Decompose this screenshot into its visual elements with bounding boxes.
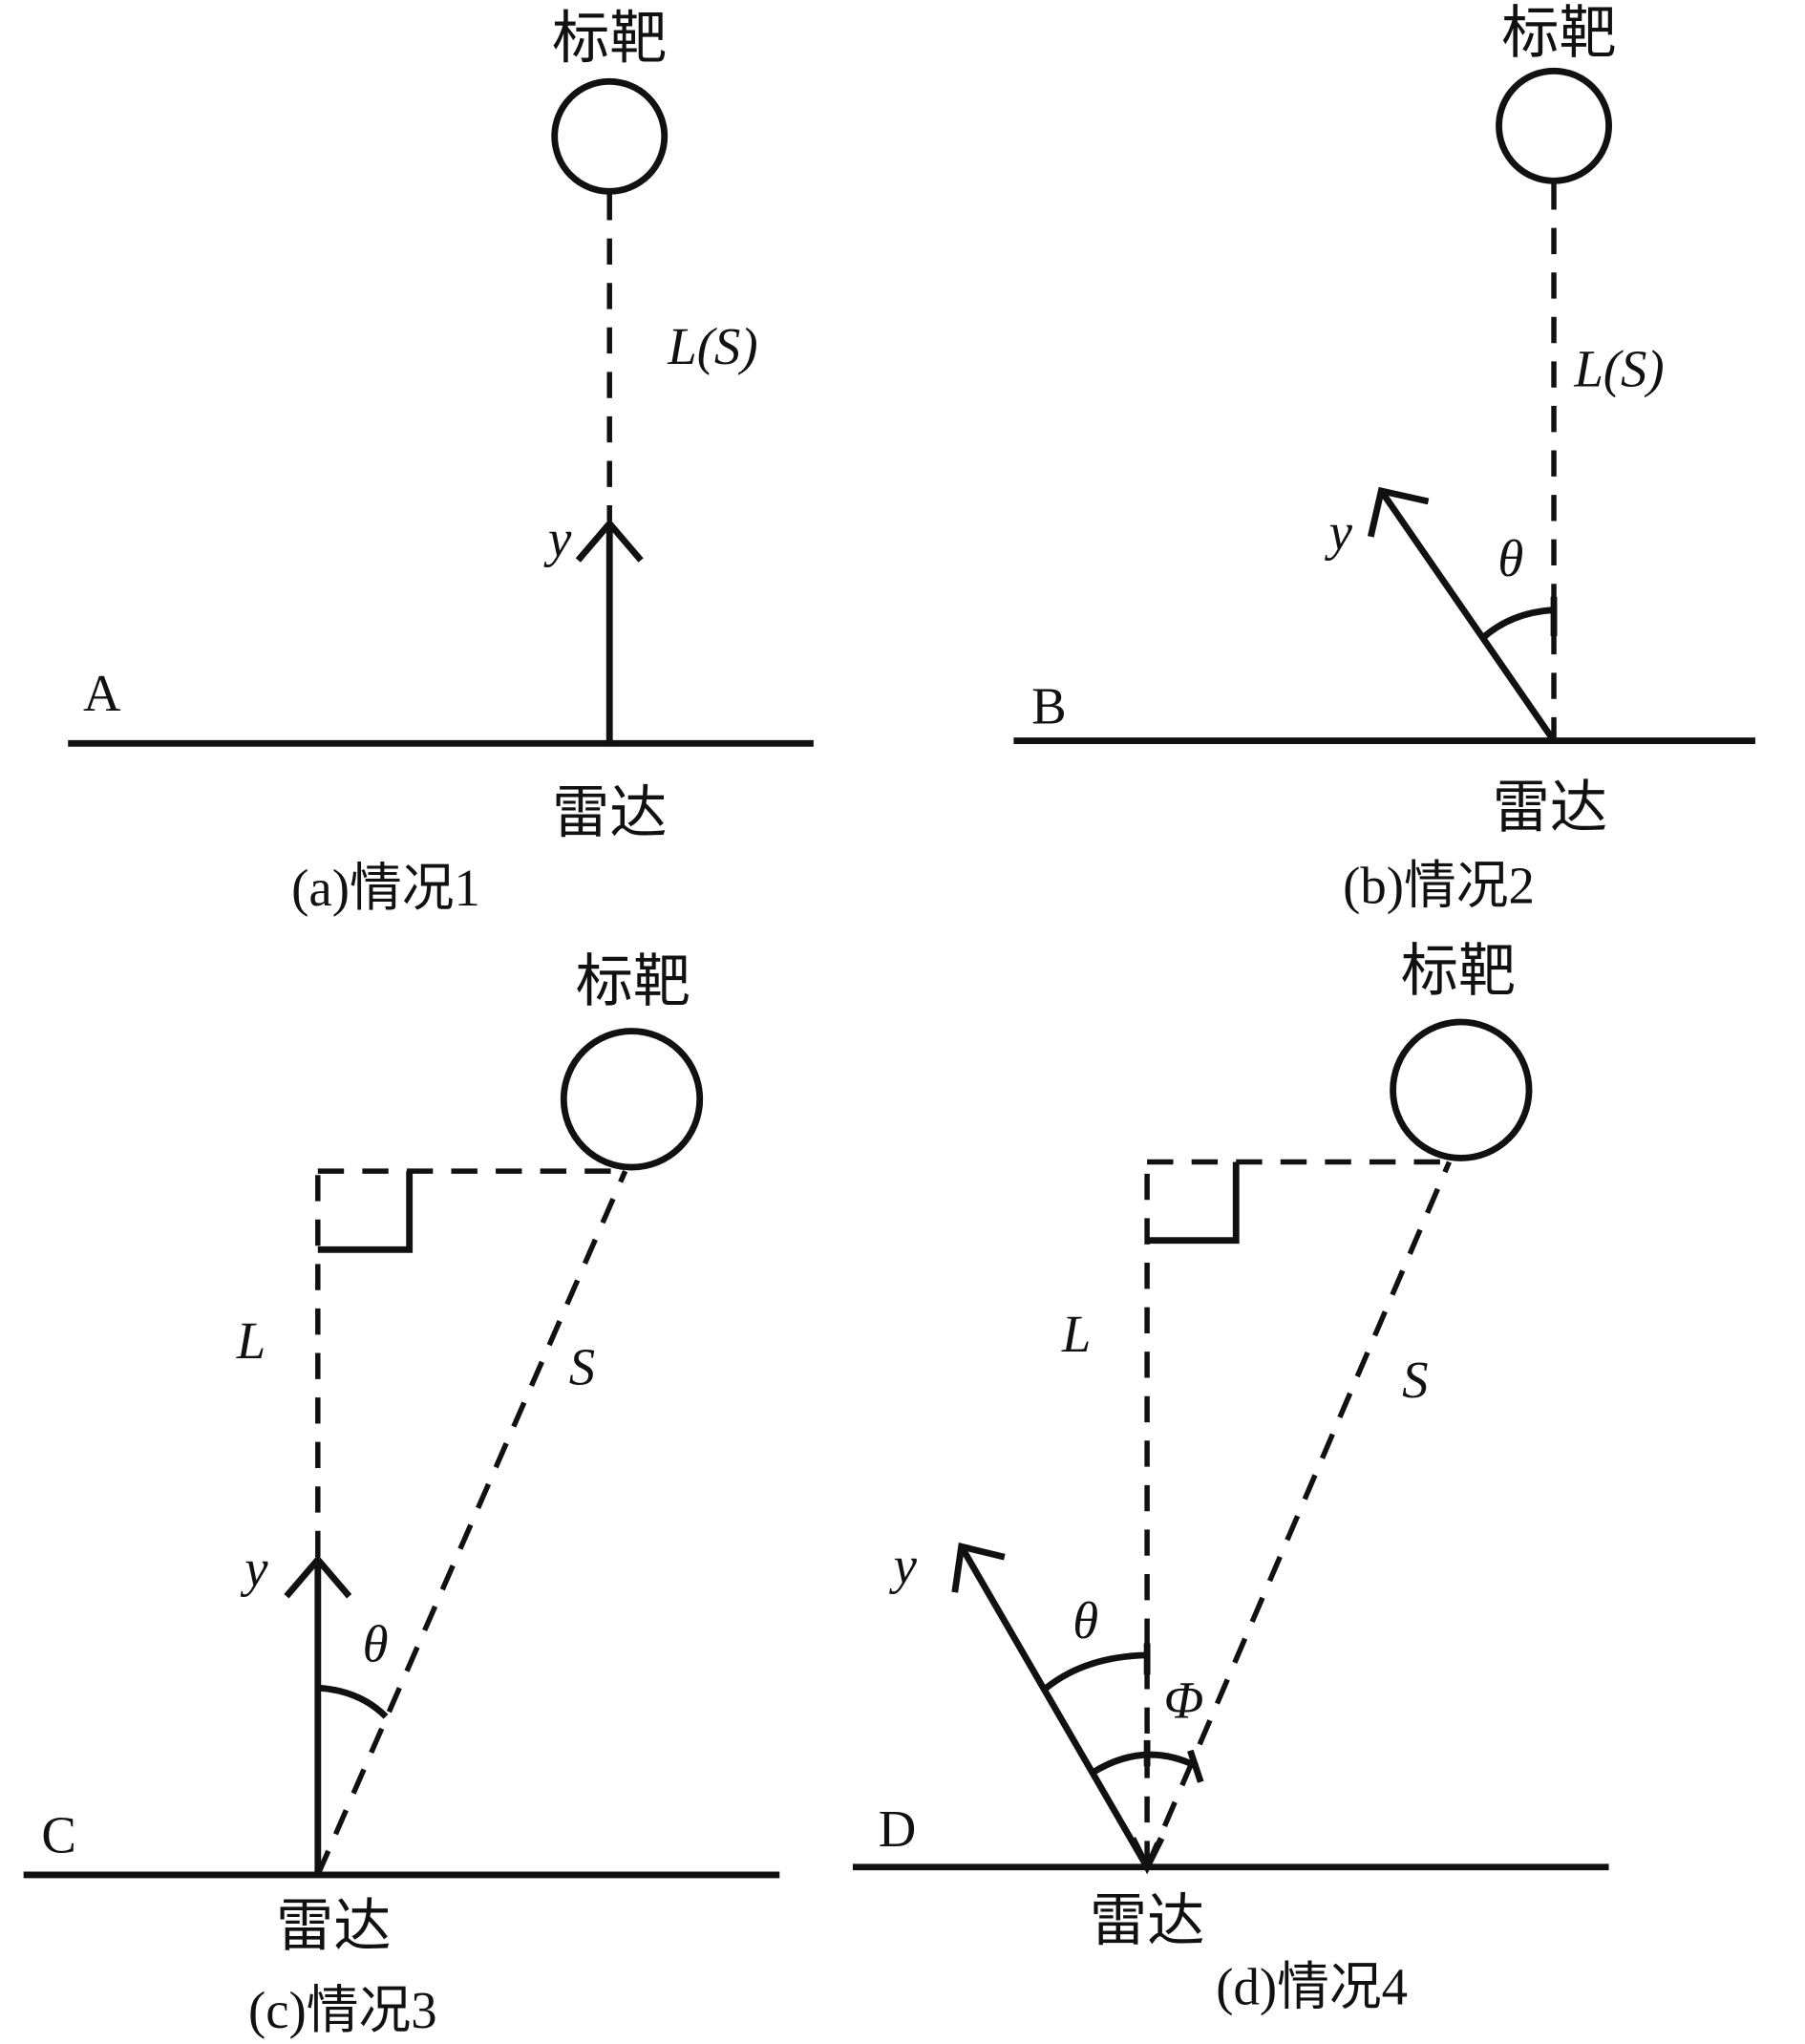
radar-label: 雷达	[552, 779, 668, 846]
phi-label: Φ	[1164, 1671, 1204, 1730]
radar-label: 雷达	[276, 1893, 392, 1960]
panel-letter: C	[41, 1806, 76, 1864]
y-label: y	[889, 1537, 918, 1595]
target-label: 标靶	[552, 6, 668, 73]
theta-arc	[317, 1684, 389, 1719]
radar-label: 雷达	[1493, 775, 1608, 841]
distance-label: L(S)	[1573, 339, 1664, 397]
theta-label: θ	[1497, 529, 1523, 587]
l-label: L	[236, 1311, 265, 1370]
theta-arc	[1044, 1651, 1148, 1691]
arc-tick	[1187, 1749, 1204, 1783]
caption: (b)情况2	[1343, 856, 1535, 914]
target-label: 标靶	[1501, 0, 1617, 67]
s-line	[1144, 1160, 1452, 1868]
y-label: y	[543, 509, 572, 567]
y-label: y	[240, 1539, 268, 1597]
target-circle	[1390, 1018, 1533, 1161]
s-label: S	[569, 1337, 595, 1395]
radar-label: 雷达	[1090, 1887, 1205, 1954]
target-circle	[551, 77, 669, 195]
y-axis-arrow	[1378, 489, 1557, 743]
caption: (a)情况1	[291, 859, 480, 917]
panel-a: 标靶 L(S) y A 雷达 (a)情况1	[68, 6, 814, 917]
panel-d: 标靶 L S y θ Φ D 雷达 (d)情况4	[852, 938, 1609, 2016]
panel-b: 标靶 L(S) y θ B 雷达 (b)情况2	[1013, 0, 1755, 914]
panel-letter: D	[879, 1799, 917, 1858]
theta-label: θ	[363, 1615, 389, 1673]
caption: (c)情况3	[248, 1981, 437, 2039]
theta-arc	[1479, 607, 1555, 642]
target-label: 标靶	[1401, 938, 1517, 1005]
target-label: 标靶	[576, 948, 691, 1015]
y-label: y	[1325, 503, 1353, 562]
arrowhead-icon	[1367, 486, 1430, 538]
arrowhead-icon	[284, 1554, 352, 1599]
arrowhead-icon	[575, 518, 644, 563]
right-angle-marker	[317, 1171, 414, 1253]
l-label: L	[1061, 1305, 1091, 1363]
right-angle-marker	[1147, 1161, 1240, 1245]
panel-letter: A	[83, 664, 121, 722]
radar-point-arrow-icon	[1129, 1837, 1165, 1875]
theta-label: θ	[1072, 1591, 1098, 1650]
panel-c: 标靶 L S y θ C 雷达 (c)情况3	[23, 948, 780, 2039]
distance-label: L(S)	[667, 317, 757, 375]
y-axis-arrow	[958, 1544, 1151, 1869]
caption: (d)情况4	[1216, 1958, 1408, 2016]
panel-letter: B	[1031, 677, 1067, 735]
arrowhead-icon	[951, 1542, 1006, 1593]
target-circle	[1496, 67, 1612, 184]
target-circle	[560, 1028, 704, 1171]
s-label: S	[1402, 1351, 1428, 1409]
s-line	[315, 1170, 628, 1877]
